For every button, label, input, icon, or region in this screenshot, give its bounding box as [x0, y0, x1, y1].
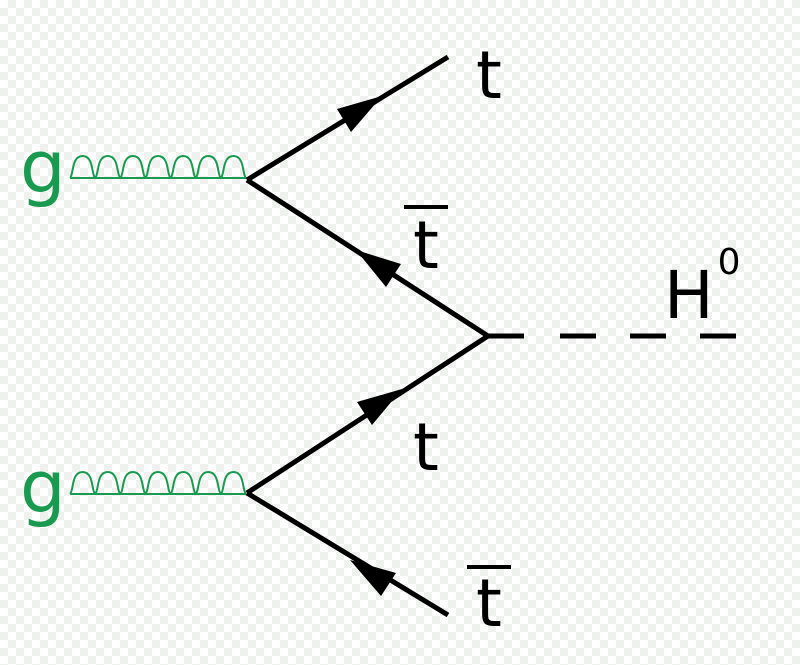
arrow-triangle-icon: [357, 389, 402, 425]
higgs-superscript: 0: [718, 242, 741, 283]
antitop-out-label: t: [476, 565, 502, 642]
top-out-label: t: [476, 37, 502, 114]
gluon-line-top: [69, 154, 247, 180]
antitop-upper-label: t: [413, 207, 439, 284]
top-lower-label: t: [413, 409, 439, 486]
gluon-label-bottom: g: [20, 445, 66, 529]
antitop-outgoing-line: [245, 490, 450, 618]
arrow-triangle-icon: [356, 250, 401, 287]
arrow-triangle-icon: [350, 560, 396, 596]
gluon-line-bottom: [69, 470, 247, 496]
gluon-label-top: g: [20, 125, 66, 209]
higgs-letter: H: [664, 257, 714, 334]
arrow-triangle-icon: [337, 96, 382, 132]
